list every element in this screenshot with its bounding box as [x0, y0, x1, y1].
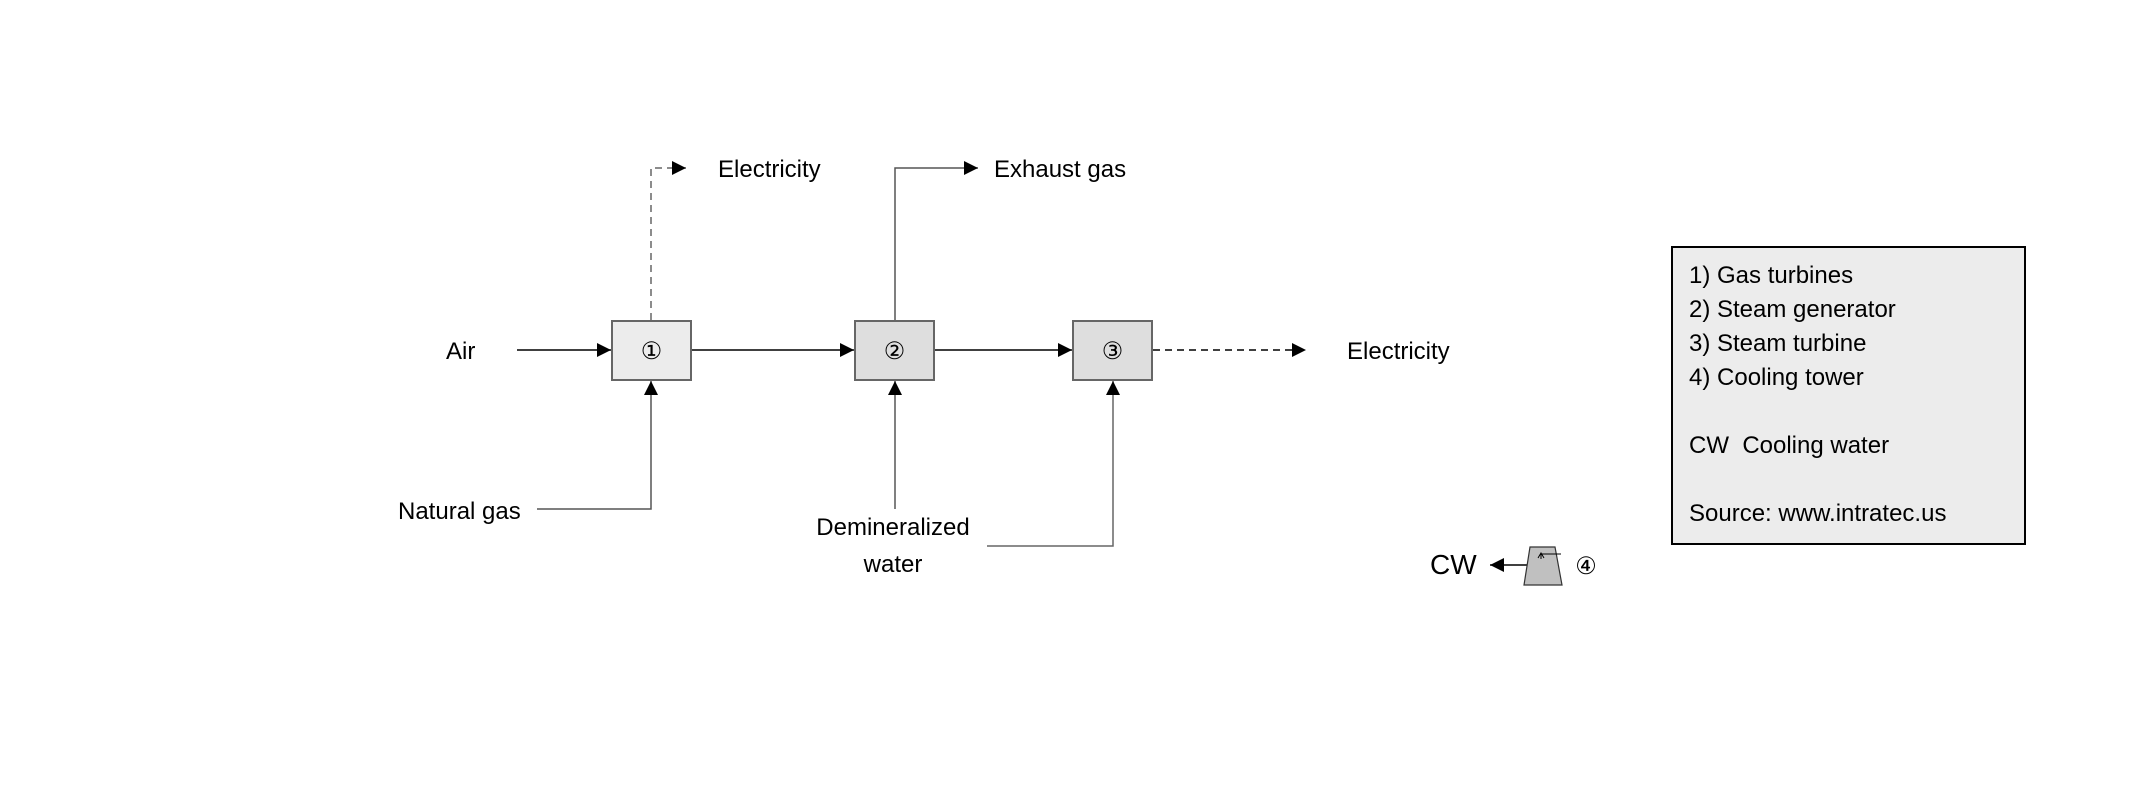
stream-label-exhaust-gas: Exhaust gas [994, 156, 1126, 183]
unit-2-steam-generator: ② [854, 320, 935, 381]
unit-1-number: ① [641, 338, 663, 365]
unit-3-number: ③ [1102, 338, 1124, 365]
stream-label-water: water [863, 551, 923, 578]
stream-label-demineralized: Demineralized [816, 514, 969, 541]
stream-label-cw: CW [1430, 549, 1477, 580]
stream-label-air: Air [446, 338, 475, 365]
stream-label-electricity-right: Electricity [1347, 338, 1450, 365]
stream-label-natural-gas: Natural gas [398, 498, 521, 525]
unit-2-number: ② [884, 338, 906, 365]
flow-unit1-to-electricity [650, 161, 686, 320]
legend-item-3: 3) Steam turbine [1689, 330, 1867, 357]
legend-item-1: 1) Gas turbines [1689, 262, 1854, 289]
legend-box: 1) Gas turbines 2) Steam generator 3) St… [1671, 246, 2026, 545]
flow-unit2-to-exhaust-gas [894, 161, 978, 320]
cooling-tower-icon [1523, 546, 1563, 586]
legend-item-4: 4) Cooling tower [1689, 364, 1864, 391]
unit-4-number: ④ [1575, 553, 1597, 580]
flow-demin-water-to-unit3 [987, 381, 1120, 547]
unit-3-steam-turbine: ③ [1072, 320, 1153, 381]
legend-source: Source: www.intratec.us [1689, 500, 1947, 527]
legend-abbreviation: CW Cooling water [1689, 432, 1890, 459]
legend-item-2: 2) Steam generator [1689, 296, 1896, 323]
unit-1-gas-turbines: ① [611, 320, 692, 381]
flow-natural-gas-to-unit1 [537, 381, 658, 510]
stream-label-electricity-top: Electricity [718, 156, 821, 183]
